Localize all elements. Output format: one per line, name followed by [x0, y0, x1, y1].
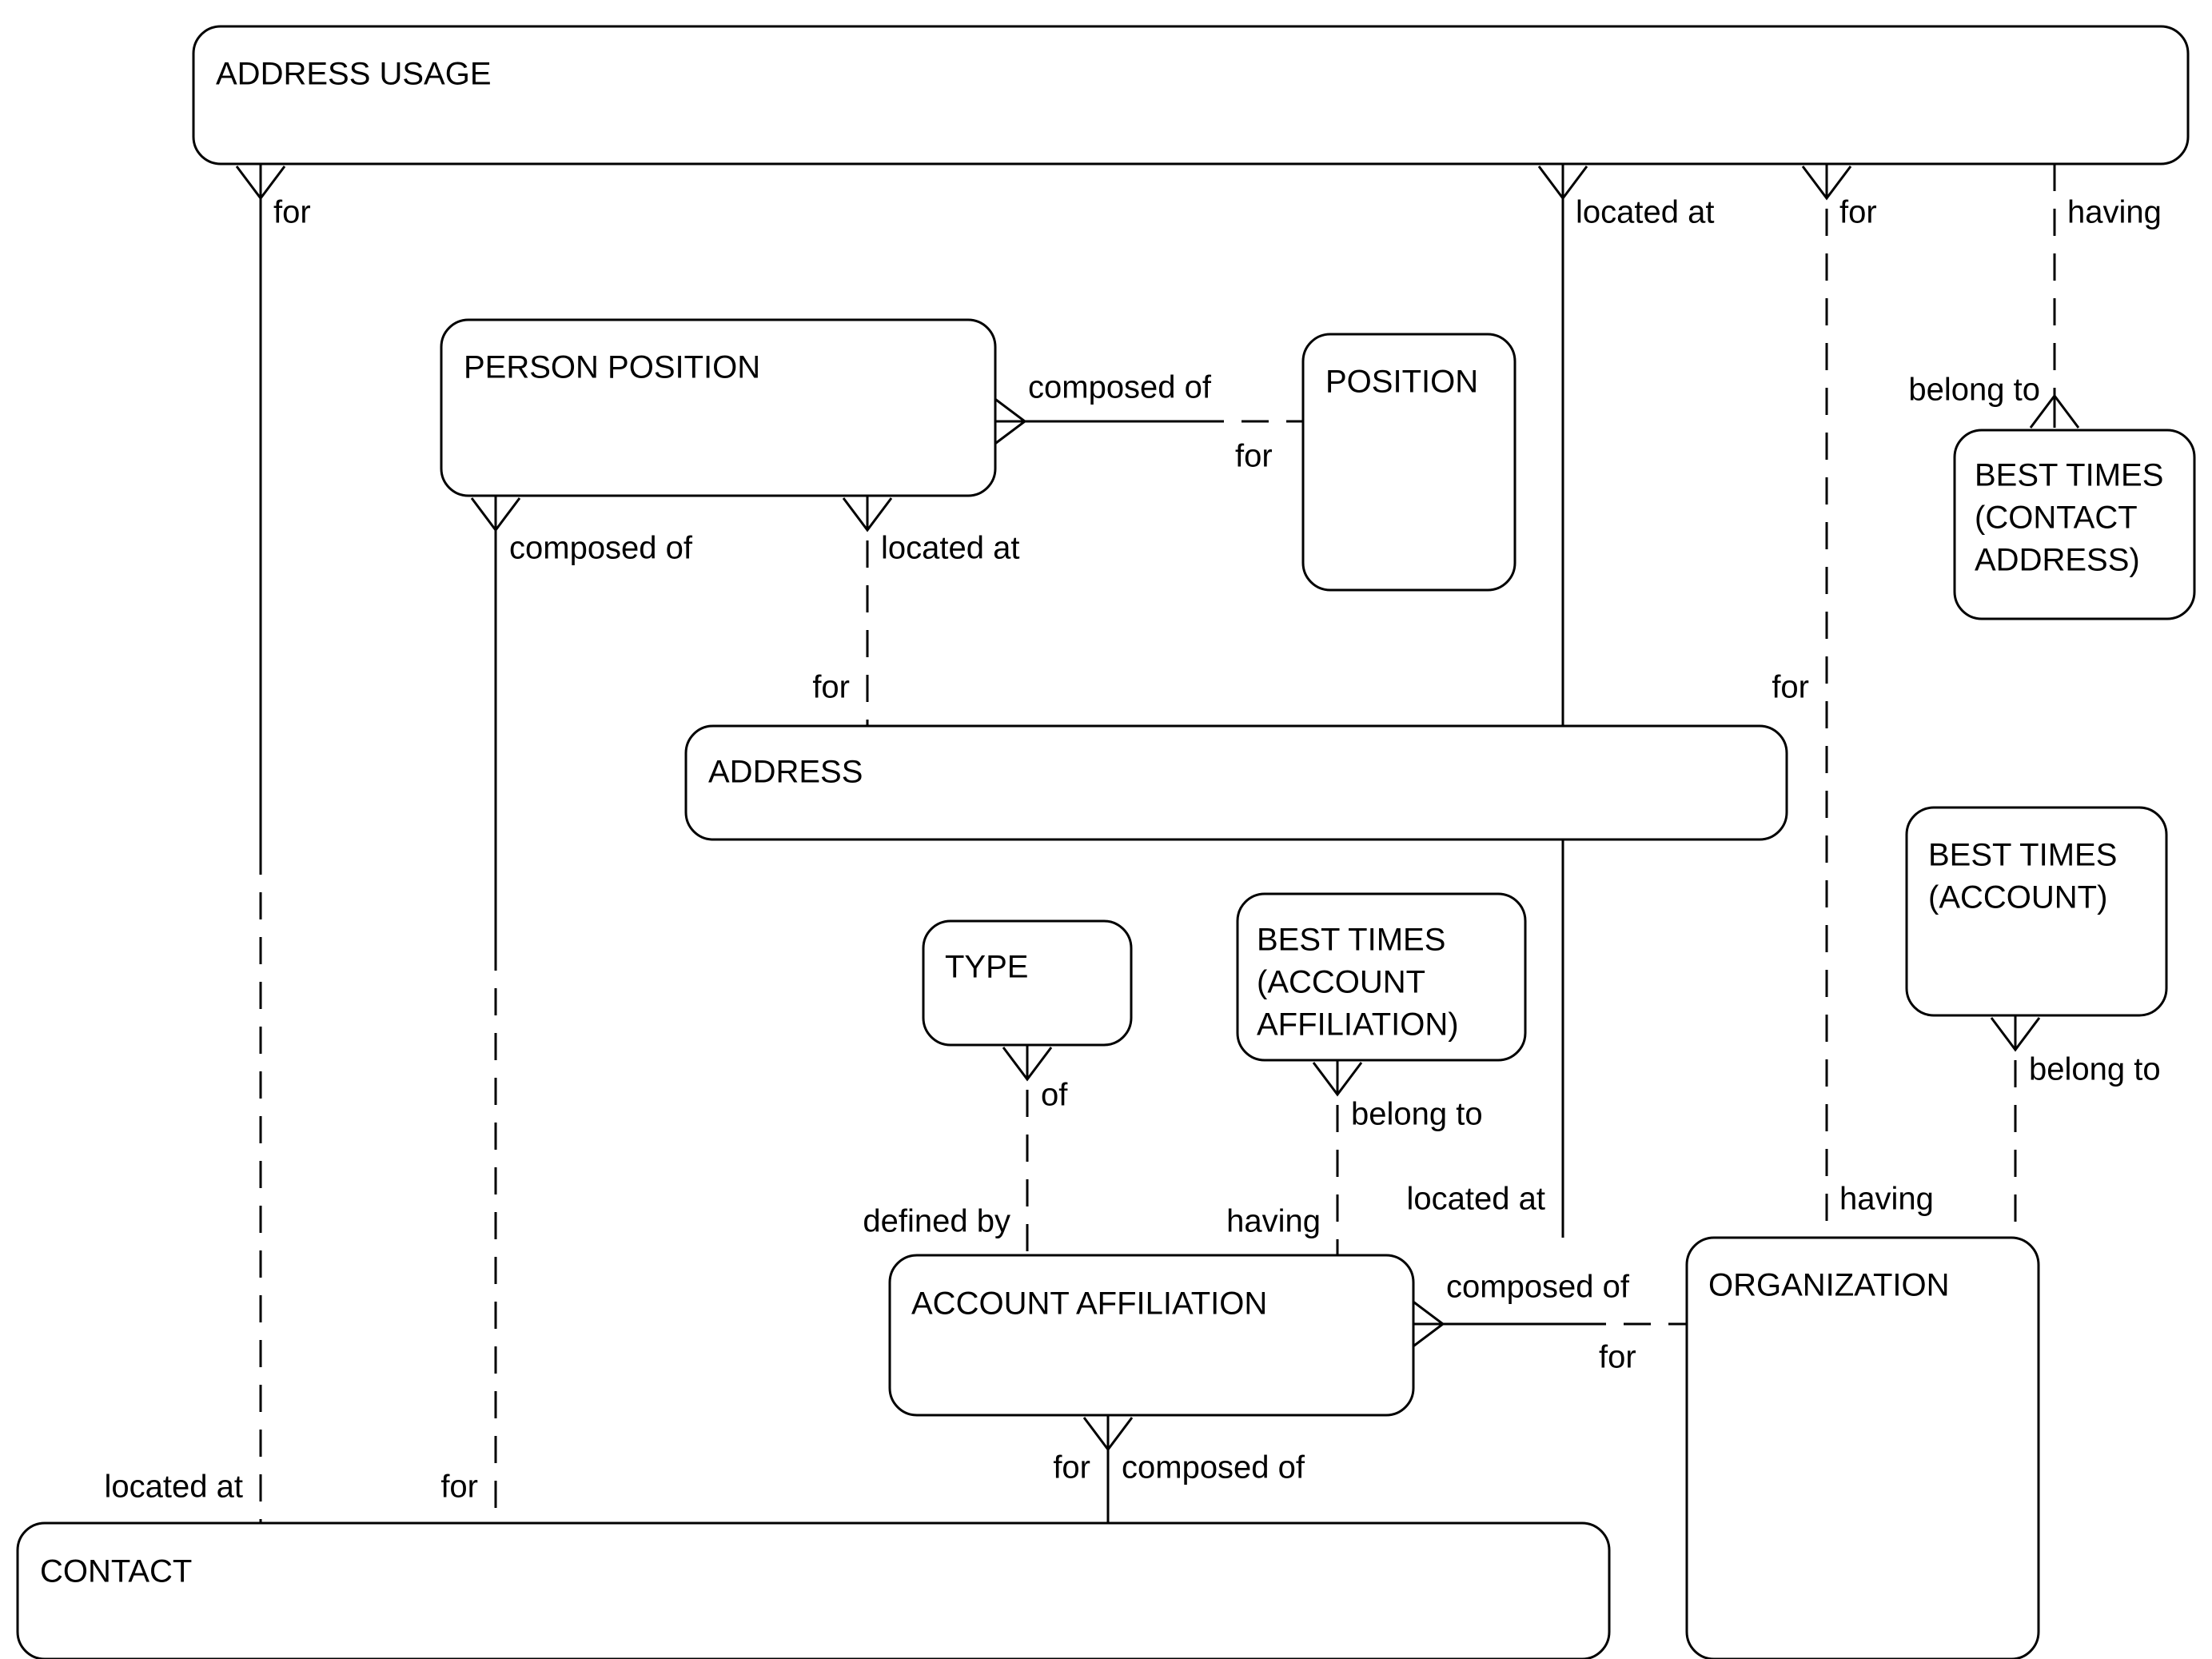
entity-box [1905, 806, 2168, 1017]
entity-box [1301, 333, 1517, 592]
rel-label-located-at-contact: located at [105, 1470, 243, 1505]
entity-best-times-account-affiliation[interactable]: BEST TIMES (ACCOUNT AFFILIATION) [1236, 892, 1527, 1062]
entity-box [1685, 1236, 2040, 1659]
entity-best-times-contact-address[interactable]: BEST TIMES (CONTACT ADDRESS) [1953, 429, 2196, 620]
relationship-address-usage-organization-located[interactable] [1537, 164, 1588, 1238]
rel-label-having-account-affiliation: having [1226, 1204, 1321, 1239]
entity-label-line-2: (CONTACT [1975, 500, 2138, 536]
entity-box [440, 318, 997, 497]
entity-label-line-1: BEST TIMES [1975, 458, 2163, 493]
entity-label: CONTACT [40, 1554, 192, 1589]
entity-label-line-3: AFFILIATION) [1257, 1007, 1459, 1043]
entity-best-times-account[interactable]: BEST TIMES (ACCOUNT) [1905, 806, 2168, 1017]
relationship-address-usage-best-times-contact-address[interactable] [2029, 164, 2080, 430]
relationship-best-times-account-affiliation-account-affiliation[interactable] [1312, 1060, 1363, 1255]
entity-label: TYPE [945, 950, 1028, 985]
entity-label-line-1: BEST TIMES [1257, 923, 1445, 958]
entity-label: ACCOUNT AFFILIATION [911, 1286, 1267, 1322]
rel-label-for-address-right: for [1772, 670, 1809, 705]
entity-label: ADDRESS USAGE [216, 57, 492, 92]
rel-label-composed-of-account-affiliation-contact: composed of [1122, 1450, 1305, 1486]
rel-label-for-contact: for [440, 1470, 478, 1505]
rel-label-for-account-affiliation-contact: for [1053, 1450, 1090, 1486]
entity-box [1953, 429, 2196, 620]
entity-address-usage[interactable]: ADDRESS USAGE [192, 25, 2190, 166]
entity-box [192, 25, 2190, 166]
entity-label: POSITION [1325, 365, 1478, 400]
rel-label-composed-of-account-affiliation-organization: composed of [1446, 1270, 1630, 1305]
rel-label-having-organization: having [1839, 1182, 1934, 1217]
entity-organization[interactable]: ORGANIZATION [1685, 1236, 2040, 1659]
entity-label: ADDRESS [708, 755, 863, 790]
entity-box [16, 1521, 1611, 1659]
entity-contact[interactable]: CONTACT [16, 1521, 1611, 1659]
rel-label-of-type-account-affiliation: of [1041, 1078, 1068, 1113]
entity-label-line-3: ADDRESS) [1975, 543, 2140, 578]
entity-type[interactable]: TYPE [922, 919, 1133, 1047]
entity-label: PERSON POSITION [464, 350, 760, 385]
entity-label-line-1: BEST TIMES [1928, 838, 2117, 873]
rel-label-composed-of-person-position-contact: composed of [509, 531, 693, 566]
relationship-person-position-address[interactable] [842, 496, 893, 726]
entity-account-affiliation[interactable]: ACCOUNT AFFILIATION [888, 1254, 1415, 1417]
entity-box [922, 919, 1133, 1047]
entity-position[interactable]: POSITION [1301, 333, 1517, 592]
rel-label-located-at-address-usage-organization: located at [1576, 195, 1714, 230]
relationship-account-affiliation-contact[interactable] [1082, 1415, 1134, 1523]
rel-label-for-address-usage-contact: for [273, 195, 311, 230]
rel-label-composed-of-person-position-position: composed of [1028, 370, 1212, 405]
rel-label-for-address-left: for [812, 670, 850, 705]
rel-label-defined-by-account-affiliation: defined by [863, 1204, 1010, 1239]
relationship-best-times-account-organization[interactable] [1990, 1015, 2041, 1238]
entity-box [1236, 892, 1527, 1062]
rel-label-located-at-person-position-address: located at [881, 531, 1019, 566]
relationship-type-account-affiliation[interactable] [1002, 1045, 1053, 1255]
rel-label-having-address-usage-best-times: having [2067, 195, 2162, 230]
rel-label-located-at-organization: located at [1407, 1182, 1545, 1217]
rel-label-belong-to-best-times-account-affiliation: belong to [1351, 1097, 1483, 1132]
relationship-address-usage-organization-for[interactable] [1801, 164, 1852, 1238]
relationship-address-usage-contact[interactable] [235, 164, 286, 1523]
entity-label-line-2: (ACCOUNT [1257, 965, 1425, 1000]
relationship-person-position-contact[interactable] [470, 496, 521, 1523]
entity-box [684, 724, 1788, 841]
entity-label: ORGANIZATION [1708, 1268, 1949, 1303]
rel-label-belong-to-best-times-contact-address: belong to [1908, 373, 2040, 408]
entity-box [888, 1254, 1415, 1417]
entity-address[interactable]: ADDRESS [684, 724, 1788, 841]
relationship-person-position-position[interactable] [992, 396, 1303, 447]
relationship-account-affiliation-organization[interactable] [1410, 1298, 1687, 1350]
entity-person-position[interactable]: PERSON POSITION [440, 318, 997, 497]
entity-label-line-2: (ACCOUNT) [1928, 880, 2107, 915]
rel-label-for-account-affiliation-organization: for [1599, 1340, 1636, 1375]
rel-label-for-address-usage-organization: for [1839, 195, 1877, 230]
rel-label-for-person-position-position: for [1235, 439, 1273, 474]
rel-label-belong-to-best-times-account-organization: belong to [2029, 1052, 2161, 1087]
